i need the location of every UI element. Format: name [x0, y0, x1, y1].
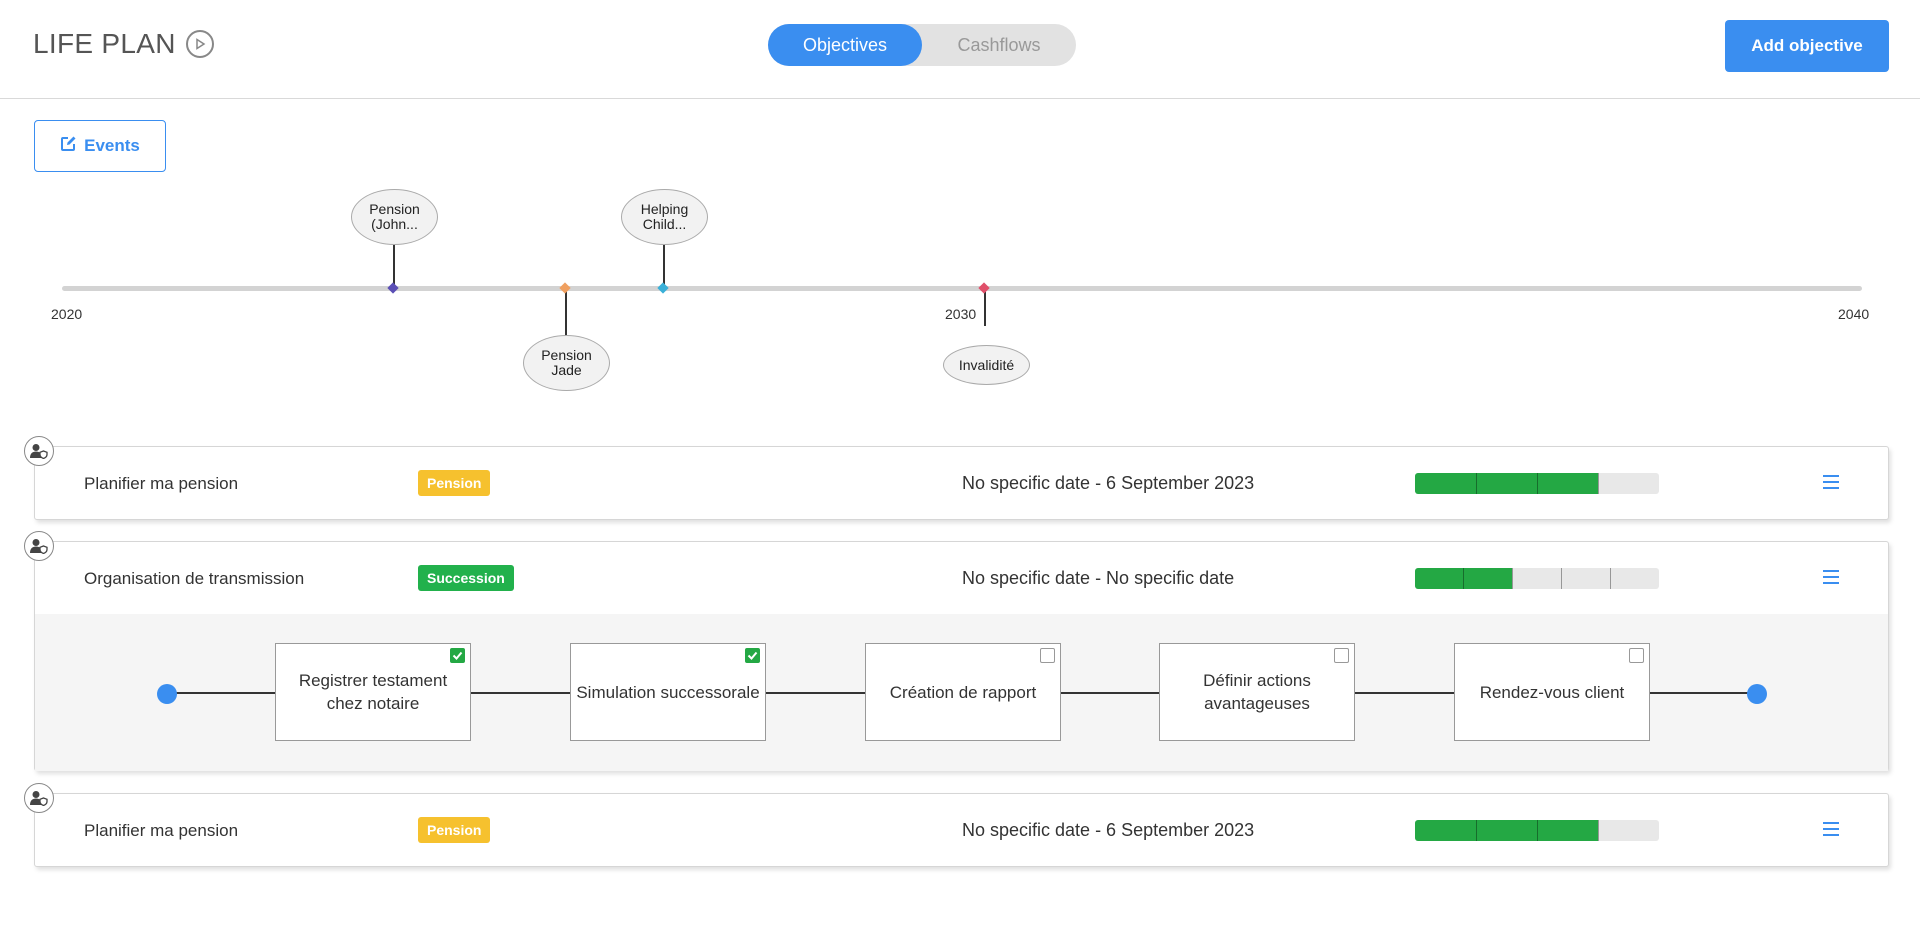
timeline-axis [62, 286, 1862, 291]
view-toggle: Objectives Cashflows [768, 24, 1076, 66]
header: LIFE PLAN Objectives Cashflows Add objec… [0, 0, 1920, 99]
title-group: LIFE PLAN [33, 28, 214, 60]
step-checkbox[interactable] [450, 648, 465, 663]
objective-row[interactable]: Planifier ma pension Pension No specific… [24, 783, 1889, 867]
progress-tick [1598, 820, 1599, 841]
step-card[interactable]: Rendez-vous client [1454, 643, 1650, 741]
steps-end-dot [1747, 684, 1767, 704]
progress-bar [1415, 820, 1659, 841]
objective-row[interactable]: Organisation de transmission Succession … [24, 531, 1889, 771]
user-shield-icon [24, 436, 54, 466]
objective-name: Planifier ma pension [84, 821, 239, 840]
add-objective-button[interactable]: Add objective [1725, 20, 1889, 72]
progress-fill [1415, 473, 1598, 494]
objective-dates: No specific date - 6 September 2023 [962, 473, 1255, 493]
progress-fill [1415, 820, 1598, 841]
progress-tick [1537, 820, 1538, 841]
step-label: Registrer testament chez notaire [298, 671, 448, 713]
steps-start-dot [157, 684, 177, 704]
timeline-marker [657, 282, 669, 294]
event-label-line1: Pension [541, 347, 592, 363]
objective-row[interactable]: Planifier ma pension Pension No specific… [24, 436, 1889, 520]
events-label: Events [84, 136, 140, 155]
timeline-year-mid: 2030 [945, 306, 977, 322]
step-checkbox[interactable] [745, 648, 760, 663]
user-shield-icon [24, 531, 54, 561]
step-card[interactable]: Création de rapport [865, 643, 1061, 741]
timeline-stem [565, 288, 567, 336]
event-label-line2: Child... [642, 216, 687, 232]
event-label-line2: Jade [551, 362, 582, 378]
progress-tick [1512, 568, 1513, 589]
timeline-stem [663, 245, 665, 289]
progress-tick [1561, 568, 1562, 589]
edit-icon [60, 135, 77, 157]
timeline-year-end: 2040 [1838, 306, 1870, 322]
step-card[interactable]: Registrer testament chez notaire [275, 643, 471, 741]
hamburger-menu-icon[interactable] [1823, 822, 1839, 836]
timeline-stem [393, 245, 395, 289]
tab-objectives[interactable]: Objectives [768, 24, 922, 66]
timeline-event-pension-john[interactable]: Pension(John... [351, 189, 438, 245]
play-icon[interactable] [185, 30, 214, 58]
step-label: Simulation successorale [576, 682, 760, 702]
progress-tick [1537, 473, 1538, 494]
progress-tick [1476, 473, 1477, 494]
hamburger-menu-icon[interactable] [1823, 475, 1839, 489]
objective-dates: No specific date - No specific date [962, 568, 1235, 588]
progress-tick [1598, 473, 1599, 494]
event-label-line1: Helping [640, 201, 689, 217]
step-checkbox[interactable] [1629, 648, 1644, 663]
event-label-line1: Pension [369, 201, 420, 217]
category-badge: Pension [418, 817, 491, 843]
step-label: Définir actions avantageuses [1203, 671, 1311, 713]
timeline-event-invalidite[interactable]: Invalidité [943, 345, 1030, 385]
step-label: Rendez-vous client [1479, 682, 1625, 702]
step-label: Création de rapport [889, 682, 1037, 702]
objective-name: Organisation de transmission [84, 569, 305, 588]
hamburger-menu-icon[interactable] [1823, 570, 1839, 584]
user-shield-icon [24, 783, 54, 813]
timeline-year-start: 2020 [51, 306, 83, 322]
event-label-line1: Invalidité [958, 356, 1015, 373]
progress-fill [1415, 568, 1512, 589]
progress-tick [1476, 820, 1477, 841]
timeline-marker [387, 282, 399, 294]
tab-cashflows[interactable]: Cashflows [957, 34, 1041, 55]
timeline-stem [984, 288, 986, 326]
objective-name: Planifier ma pension [84, 474, 239, 493]
step-card[interactable]: Simulation successorale [570, 643, 766, 741]
events-button[interactable]: Events [34, 120, 166, 172]
objective-dates: No specific date - 6 September 2023 [962, 820, 1255, 840]
objective-steps: Registrer testament chez notaire Simulat… [35, 614, 1888, 771]
step-checkbox[interactable] [1334, 648, 1349, 663]
progress-tick [1463, 568, 1464, 589]
progress-bar [1415, 568, 1659, 589]
progress-tick [1610, 568, 1611, 589]
category-badge: Succession [418, 565, 514, 591]
category-badge: Pension [418, 470, 491, 496]
timeline-marker [559, 282, 571, 294]
step-checkbox[interactable] [1040, 648, 1055, 663]
event-label-line2: (John... [371, 216, 418, 232]
step-card[interactable]: Définir actions avantageuses [1159, 643, 1355, 741]
progress-bar [1415, 473, 1659, 494]
page-title: LIFE PLAN [33, 28, 176, 59]
timeline-marker [978, 282, 990, 294]
